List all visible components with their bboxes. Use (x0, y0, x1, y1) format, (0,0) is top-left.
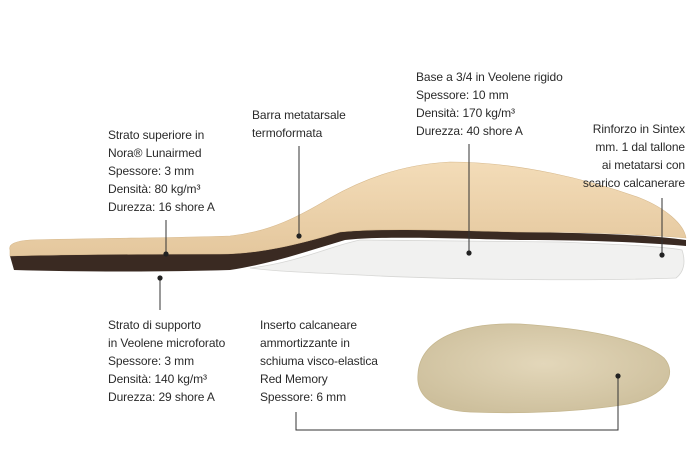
dot-top-layer (163, 251, 169, 257)
leather-top-layer (9, 161, 687, 257)
dark-support-layer (10, 229, 686, 272)
dot-reinforcement (659, 252, 665, 258)
label-metatarsal-bar: Barra metatarsale termoformata (252, 108, 346, 140)
label-base: Base a 3/4 in Veolene rigido Spessore: 1… (416, 70, 563, 138)
white-foam-base (249, 239, 685, 281)
label-top-layer: Strato superiore in Nora® Lunairmed Spes… (108, 128, 215, 214)
label-heel-insert: Inserto calcaneare ammortizzante in schi… (260, 318, 378, 404)
label-reinforcement: Rinforzo in Sintex mm. 1 dal tallone ai … (582, 122, 685, 190)
dot-support-layer (157, 275, 163, 281)
dot-metatarsal-bar (296, 233, 302, 239)
leader-heel-insert (295, 378, 619, 431)
dot-heel-insert (615, 373, 621, 379)
insole-top-view (417, 323, 670, 414)
label-support-layer: Strato di supporto in Veolene microforat… (108, 318, 226, 404)
dot-base (466, 250, 472, 256)
insole-side-view (9, 161, 687, 281)
